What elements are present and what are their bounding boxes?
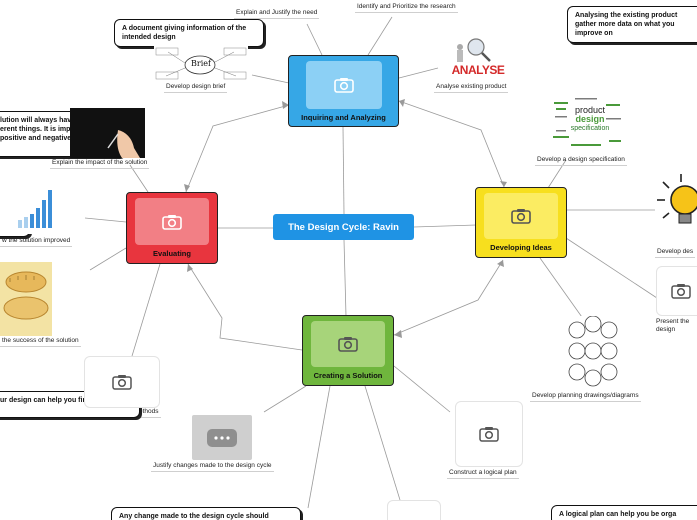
camera-icon xyxy=(162,214,182,230)
note-line: positive and negative xyxy=(0,135,72,142)
brief-text: Brief xyxy=(191,59,211,68)
lightbulb-icon xyxy=(657,174,697,224)
note-line: lution will always have xyxy=(0,117,76,124)
camera-icon xyxy=(671,284,691,299)
node-label: Evaluating xyxy=(153,249,191,258)
subtopic-develop-des[interactable]: Develop des xyxy=(655,248,696,258)
note-line: erent things. It is important xyxy=(0,126,91,133)
tape-measure-image xyxy=(0,262,52,336)
node-label: Developing Ideas xyxy=(490,243,552,252)
image-placeholder xyxy=(305,61,382,109)
central-topic[interactable]: The Design Cycle: Ravin xyxy=(273,214,414,240)
improvement-chart-image xyxy=(0,180,58,234)
camera-icon xyxy=(479,427,499,442)
camera-icon xyxy=(511,209,531,224)
subtopic-success-of-solution[interactable]: the success of the solution xyxy=(0,337,81,347)
camera-icon xyxy=(112,375,132,390)
brief-image: Brief xyxy=(154,46,248,82)
subtopic-develop-design-specification[interactable]: Develop a design specification xyxy=(535,156,627,166)
subtopic-present-line1: Present the xyxy=(656,318,690,325)
hand-sketch-image xyxy=(70,108,145,158)
analyse-image: ANALYSE xyxy=(440,33,515,80)
node-label: Creating a Solution xyxy=(313,371,383,380)
node-creating-a-solution[interactable]: Creating a Solution xyxy=(302,315,394,386)
subtopic-planning-drawings[interactable]: Develop planning drawings/diagrams xyxy=(530,392,641,402)
node-developing-ideas[interactable]: Developing Ideas xyxy=(475,187,567,258)
camera-icon xyxy=(338,337,358,352)
central-topic-label: The Design Cycle: Ravin xyxy=(288,221,399,233)
image-placeholder xyxy=(311,321,385,367)
image-placeholder-methods[interactable] xyxy=(84,356,160,408)
camera-icon xyxy=(333,78,354,93)
note-design-change[interactable]: Any change made to the design cycle shou… xyxy=(111,507,301,520)
note-analysing-existing-product[interactable]: Analysing the existing product gather mo… xyxy=(567,6,697,43)
subtopic-solution-improved[interactable]: w the solution improved xyxy=(0,237,73,247)
spec-text-line1: product xyxy=(574,105,606,115)
image-placeholder-logical-plan[interactable] xyxy=(455,401,523,467)
subtopic-present-line2: design xyxy=(656,326,676,333)
image-placeholder-present[interactable] xyxy=(656,266,697,316)
subtopic-develop-design-brief[interactable]: Develop design brief xyxy=(164,83,228,93)
planning-drawing-image xyxy=(565,316,621,390)
node-inquiring-and-analyzing[interactable]: Inquiring and Analyzing xyxy=(288,55,399,127)
spec-text-line2: design xyxy=(575,114,605,124)
spec-text-line3: specification xyxy=(570,125,610,132)
node-label: Inquiring and Analyzing xyxy=(301,113,386,122)
image-placeholder xyxy=(484,193,558,239)
spec-image: product design specification xyxy=(551,96,625,152)
subtopic-justify-changes[interactable]: Justify changes made to the design cycle xyxy=(151,462,274,472)
note-design-brief[interactable]: A document giving information of the int… xyxy=(114,19,264,47)
more-icon xyxy=(207,428,237,447)
subtopic-construct-logical-plan[interactable]: Construct a logical plan xyxy=(447,469,519,479)
analyse-text: ANALYSE xyxy=(451,63,505,77)
note-logical-plan[interactable]: A logical plan can help you be orga xyxy=(551,505,697,520)
node-evaluating[interactable]: Evaluating xyxy=(126,192,218,264)
image-placeholder-bottom[interactable] xyxy=(387,500,441,520)
subtopic-present-design[interactable]: Present the design xyxy=(654,318,691,336)
lightbulb-image xyxy=(655,170,697,244)
subtopic-methods[interactable]: ethods xyxy=(137,408,161,418)
subtopic-analyse-existing-product[interactable]: Analyse existing product xyxy=(434,83,509,93)
subtopic-identify-prioritize-research[interactable]: Identify and Prioritize the research xyxy=(355,3,458,13)
image-placeholder xyxy=(135,198,209,245)
subtopic-explain-justify-need[interactable]: Explain and Justify the need xyxy=(234,9,320,19)
subtopic-impact-of-solution[interactable]: Explain the impact of the solution xyxy=(50,159,150,169)
media-thumbnail-justify[interactable] xyxy=(192,415,252,460)
